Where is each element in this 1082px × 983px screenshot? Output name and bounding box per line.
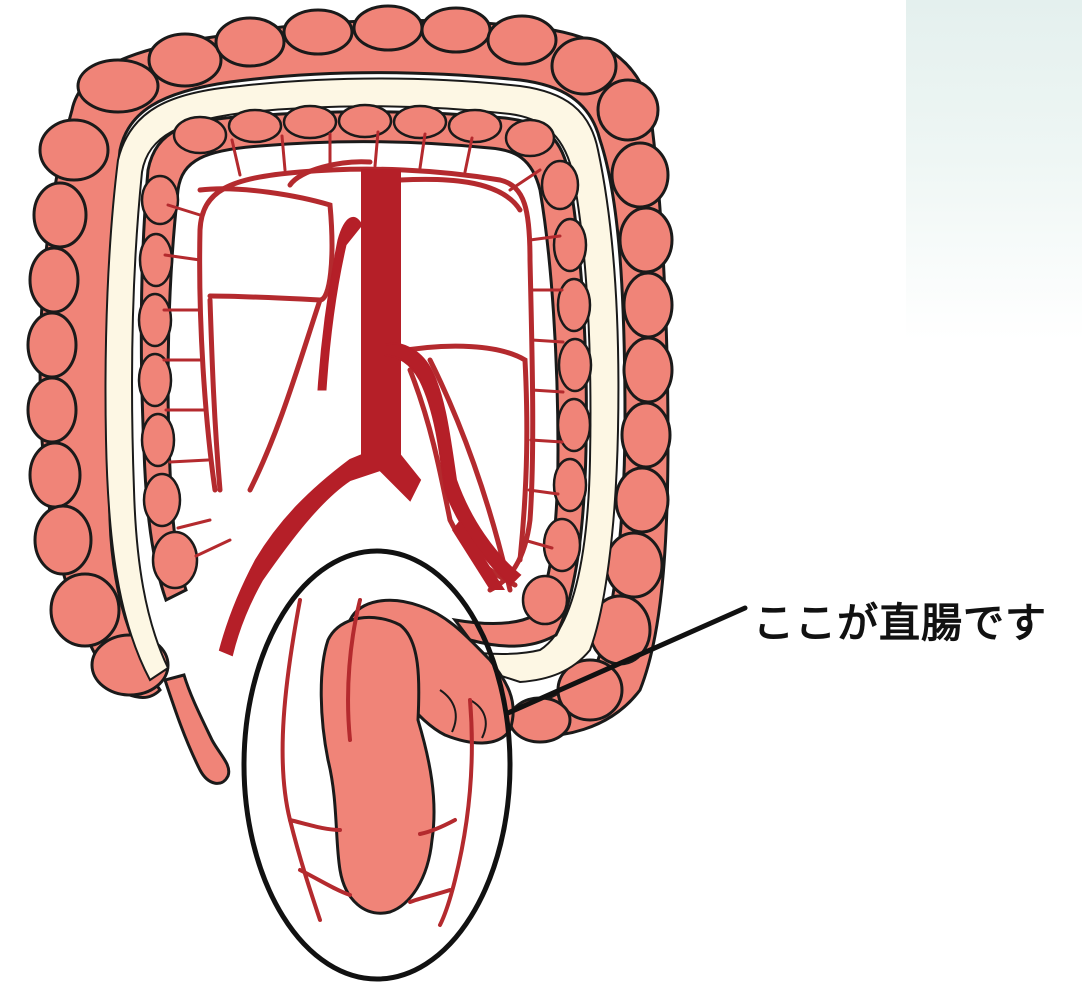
right-vessel-1: [400, 179, 520, 210]
left-vessel-2: [250, 300, 320, 490]
left-vessel-box: [200, 189, 332, 300]
abdominal-aorta: [220, 170, 420, 655]
superior-mesenteric-artery: [318, 217, 362, 390]
aorta: [220, 170, 520, 655]
appendix: [165, 675, 229, 783]
rectum: [321, 617, 434, 913]
annotation-label: ここが直腸です: [753, 589, 1047, 649]
